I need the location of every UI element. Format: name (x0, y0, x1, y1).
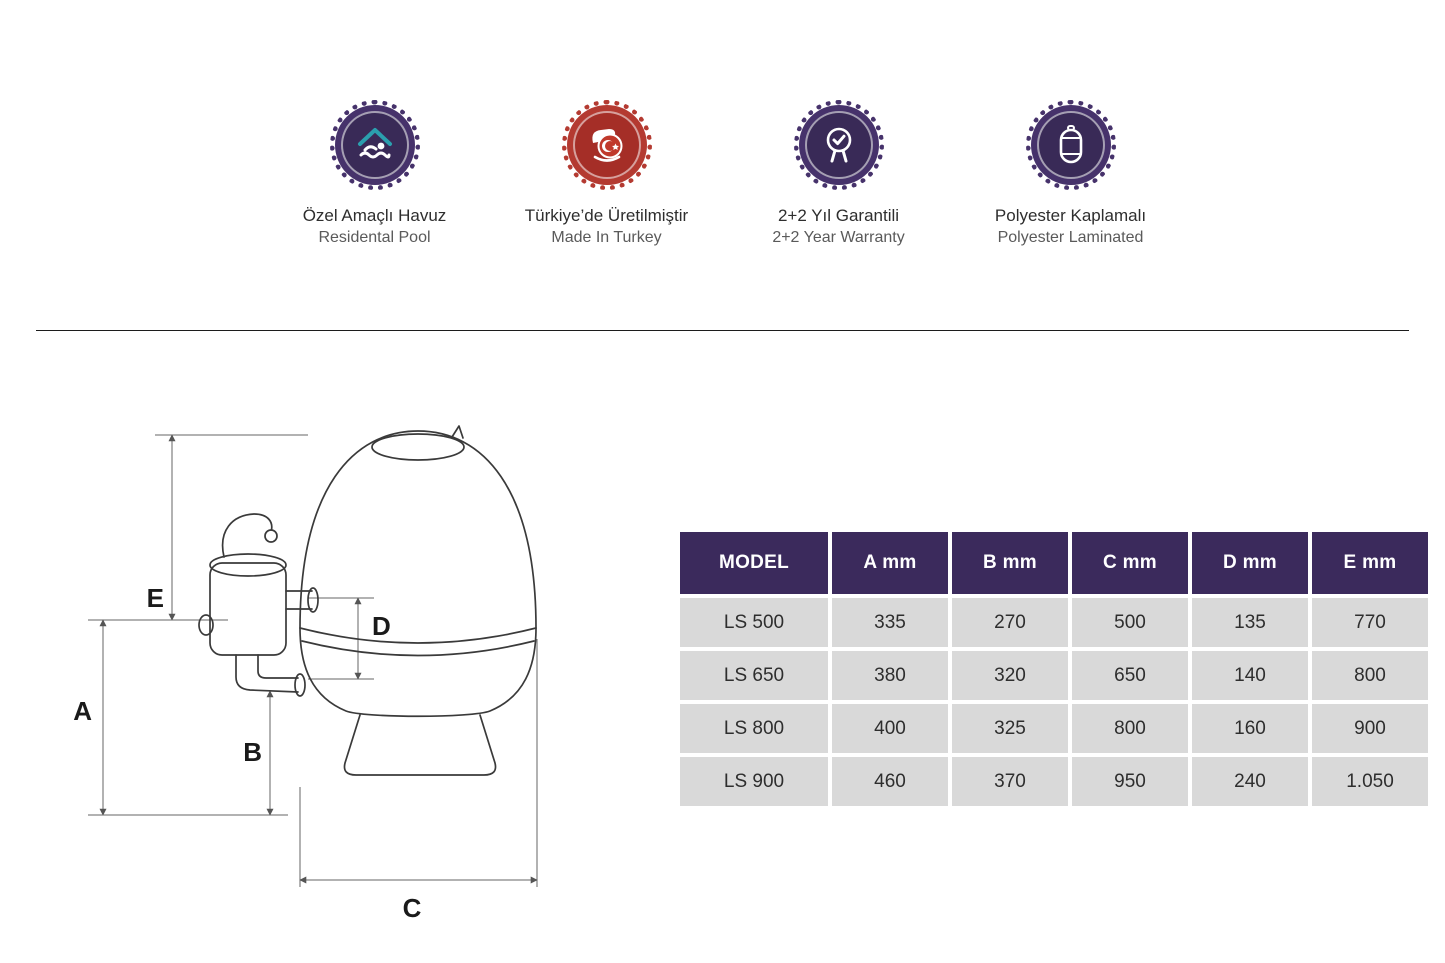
model-cell: LS 650 (680, 651, 828, 700)
lid-nub (451, 425, 464, 439)
made-in-turkey-icon (591, 129, 622, 162)
badge-title: Türkiye’de Üretilmiştir (524, 206, 689, 225)
filter-dimension-diagram: E A B D C (60, 395, 580, 940)
badge-title: Polyester Kaplamalı (994, 206, 1147, 225)
value-cell: 400 (832, 704, 948, 753)
col-header-e: E mm (1312, 532, 1428, 594)
value-cell: 140 (1192, 651, 1308, 700)
valve-handle (221, 513, 273, 558)
value-cell: 460 (832, 757, 948, 806)
warranty-medal-icon (826, 127, 851, 163)
dim-label-E: E (147, 583, 164, 613)
col-header-b: B mm (952, 532, 1068, 594)
table-row: LS 650 380 320 650 140 800 (680, 651, 1428, 700)
badge-title: 2+2 Yıl Garantili (777, 206, 900, 225)
model-cell: LS 500 (680, 598, 828, 647)
dimension-lines (88, 434, 538, 887)
value-cell: 380 (832, 651, 948, 700)
valve-top (209, 553, 287, 577)
badge-inner-disc (340, 111, 409, 179)
value-cell: 325 (952, 704, 1068, 753)
badge-subtitle: Residental Pool (318, 229, 431, 246)
tank-band-lower (301, 640, 535, 657)
col-header-model: MODEL (680, 532, 828, 594)
badge-made-in-turkey: Türkiye’de Üretilmiştir Made In Turkey (491, 100, 723, 249)
badge-circle (793, 100, 884, 190)
lower-pipe-flange (294, 673, 306, 697)
badge-inner-disc (804, 111, 873, 179)
residential-pool-icon (357, 128, 392, 159)
badge-title: Özel Amaçlı Havuz (302, 206, 447, 225)
lower-pipe-inner (257, 654, 299, 679)
tank-base (343, 714, 497, 776)
tank-lid (371, 433, 465, 461)
badge-warranty: 2+2 Yıl Garantili 2+2 Year Warranty (723, 100, 955, 249)
dim-label-D: D (372, 611, 391, 641)
badge-polyester: Polyester Kaplamalı Polyester Laminated (955, 100, 1187, 249)
valve-side-port (198, 614, 214, 636)
lower-pipe-outer (235, 654, 299, 693)
badge-circle (329, 100, 420, 190)
value-cell: 240 (1192, 757, 1308, 806)
badge-circle (561, 100, 652, 190)
sand-filter-outline (198, 425, 537, 776)
col-header-d: D mm (1192, 532, 1308, 594)
badge-subtitle: Made In Turkey (551, 229, 662, 246)
polyester-tank-icon (1059, 125, 1082, 164)
value-cell: 770 (1312, 598, 1428, 647)
section-divider (36, 330, 1409, 331)
value-cell: 650 (1072, 651, 1188, 700)
value-cell: 335 (832, 598, 948, 647)
value-cell: 135 (1192, 598, 1308, 647)
table-row: LS 800 400 325 800 160 900 (680, 704, 1428, 753)
value-cell: 1.050 (1312, 757, 1428, 806)
table-row: LS 500 335 270 500 135 770 (680, 598, 1428, 647)
spec-table-section: MODEL A mm B mm C mm D mm E mm LS 500 33… (676, 528, 1432, 810)
model-cell: LS 800 (680, 704, 828, 753)
spec-table: MODEL A mm B mm C mm D mm E mm LS 500 33… (676, 528, 1432, 810)
tank-band-upper (299, 627, 537, 644)
value-cell: 160 (1192, 704, 1308, 753)
feature-badges-row: Özel Amaçlı Havuz Residental Pool Türkiy… (0, 100, 1445, 249)
value-cell: 900 (1312, 704, 1428, 753)
model-cell: LS 900 (680, 757, 828, 806)
value-cell: 950 (1072, 757, 1188, 806)
value-cell: 270 (952, 598, 1068, 647)
valve-handle-knob (264, 529, 278, 543)
table-header-row: MODEL A mm B mm C mm D mm E mm (680, 532, 1428, 594)
value-cell: 800 (1072, 704, 1188, 753)
value-cell: 500 (1072, 598, 1188, 647)
badge-inner-disc (572, 111, 641, 179)
dim-label-C: C (403, 893, 422, 923)
col-header-c: C mm (1072, 532, 1188, 594)
col-header-a: A mm (832, 532, 948, 594)
table-row: LS 900 460 370 950 240 1.050 (680, 757, 1428, 806)
tank-body (299, 430, 537, 718)
dim-label-B: B (243, 737, 262, 767)
badge-subtitle: 2+2 Year Warranty (772, 229, 905, 246)
value-cell: 370 (952, 757, 1068, 806)
dim-label-A: A (73, 696, 92, 726)
value-cell: 320 (952, 651, 1068, 700)
badge-subtitle: Polyester Laminated (997, 229, 1144, 246)
value-cell: 800 (1312, 651, 1428, 700)
upper-pipe-flange (307, 587, 319, 613)
badge-inner-disc (1036, 111, 1105, 179)
filter-diagram-svg: E A B D C (73, 425, 538, 923)
badge-residential-pool: Özel Amaçlı Havuz Residental Pool (259, 100, 491, 249)
badge-circle (1025, 100, 1116, 190)
